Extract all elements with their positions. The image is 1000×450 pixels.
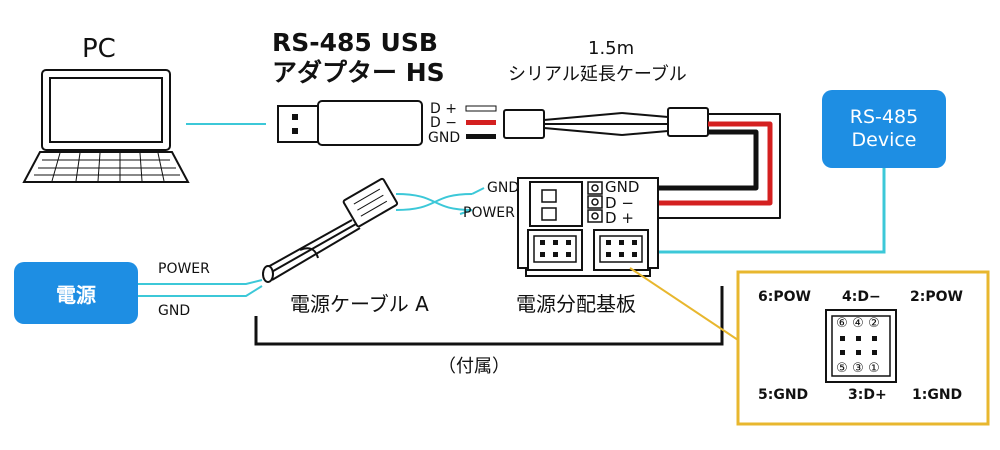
adapter-title-line1: RS-485 USB [272,28,438,57]
rs485-device-line1: RS-485 [849,106,919,129]
power-cable-a-icon [262,177,485,283]
rs485-device-link [658,168,886,254]
pinout-label-4: 4:D− [842,289,881,305]
laptop-icon [22,69,190,183]
power-supply-gnd-label: GND [158,303,191,319]
power-supply-lines [138,279,263,297]
pin-circle-5: ⑤ [836,361,848,376]
board-feed-wires [658,113,781,219]
pin-circle-3: ③ [852,361,864,376]
adapter-signal-d-plus: D + [430,101,457,117]
usb-adapter-icon [277,100,423,146]
power-cable-power-label: POWER [463,205,515,221]
callout-line [629,267,739,341]
pin-circle-6: ⑥ [836,316,848,331]
bundled-label: （付属） [438,356,510,377]
pinout-label-5: 5:GND [758,387,809,403]
pinout-label-2: 2:POW [910,289,963,305]
adapter-signal-stubs [465,105,497,139]
extension-cable-icon [503,107,709,139]
pinout-label-3: 3:D+ [848,387,887,403]
rs485-device-box: RS-485 Device [822,90,946,168]
pinout-connector-icon: ⑥ ④ ② ⑤ ③ ① [825,309,897,383]
power-cable-gnd-label: GND [487,180,520,196]
pin-circle-1: ① [868,361,880,376]
rs485-device-line2: Device [851,129,917,151]
adapter-title-line2: アダプター HS [272,58,445,87]
extension-cable-name: シリアル延長ケーブル [508,64,687,85]
board-signal-d-plus: D + [605,209,634,227]
board-signal-d-minus: D − [605,194,634,212]
pin-circle-2: ② [868,316,880,331]
power-supply-power-label: POWER [158,261,210,277]
pinout-label-1: 1:GND [912,387,963,403]
power-cable-a-name: 電源ケーブル A [290,292,429,316]
bundled-bracket [254,286,724,346]
distribution-board-icon [517,177,659,277]
extension-cable-length: 1.5m [588,38,635,59]
pin-circle-4: ④ [852,316,864,331]
power-supply-label: 電源 [56,282,96,307]
adapter-signal-gnd: GND [428,130,461,146]
pc-label: PC [82,34,116,64]
distribution-board-name: 電源分配基板 [516,292,636,316]
adapter-signal-d-minus: D − [430,115,457,131]
pinout-label-6: 6:POW [758,289,811,305]
board-signal-gnd: GND [605,178,640,196]
power-supply-box: 電源 [14,262,138,324]
